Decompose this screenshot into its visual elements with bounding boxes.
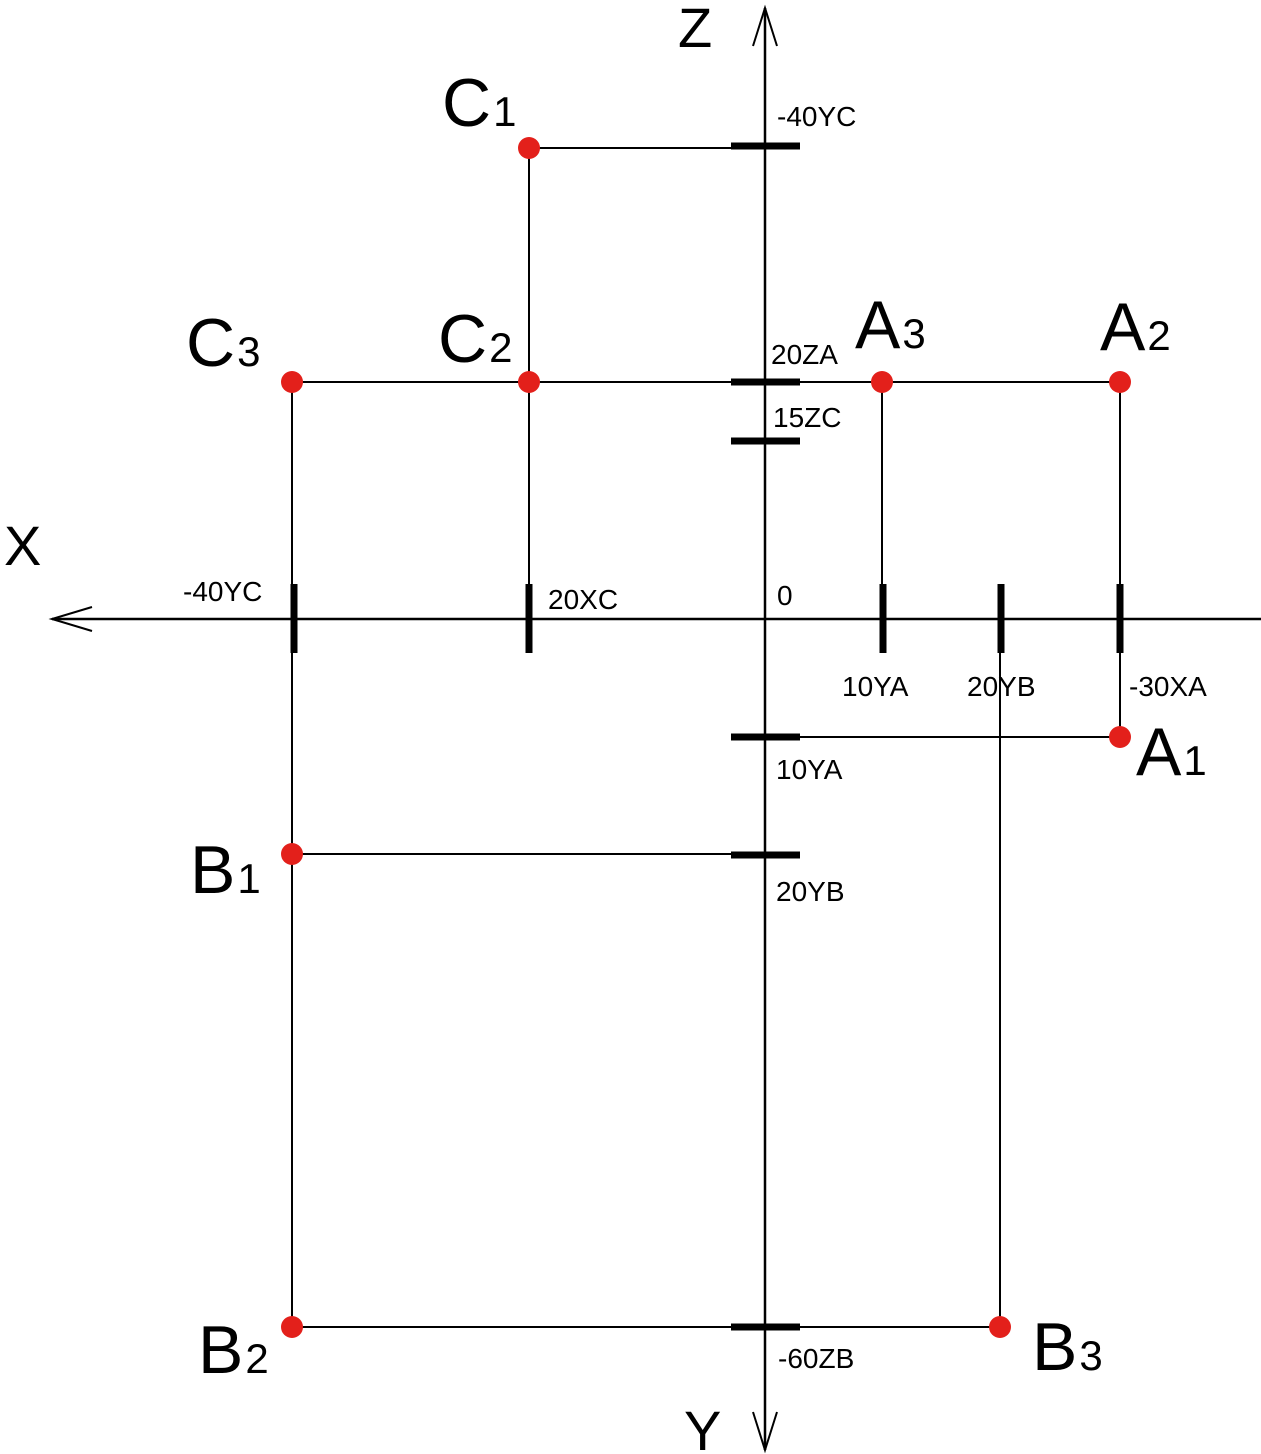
label-x-10ya: 10YA bbox=[842, 671, 909, 702]
label-point-a3: A3 bbox=[855, 287, 926, 363]
label-point-b1: B1 bbox=[190, 832, 261, 908]
label-point-b2: B2 bbox=[198, 1312, 269, 1388]
point-c2 bbox=[518, 371, 540, 393]
x-axis-label: X bbox=[4, 514, 41, 577]
label-y-10ya: 10YA bbox=[776, 754, 843, 785]
label-x-20xc: 20XC bbox=[548, 584, 618, 615]
label-x-neg30xa: -30XA bbox=[1129, 671, 1207, 702]
point-b1 bbox=[281, 843, 303, 865]
point-a2 bbox=[1109, 371, 1131, 393]
label-x-20yb: 20YB bbox=[967, 671, 1036, 702]
label-point-b3: B3 bbox=[1032, 1309, 1103, 1385]
label-point-c3: C3 bbox=[186, 305, 260, 381]
z-axis-label: Z bbox=[678, 0, 712, 59]
label-y-20yb: 20YB bbox=[776, 876, 845, 907]
point-a1 bbox=[1109, 726, 1131, 748]
x-arrowhead bbox=[48, 606, 93, 632]
label-point-c1: C1 bbox=[442, 65, 516, 141]
point-b2 bbox=[281, 1316, 303, 1338]
label-point-a2: A2 bbox=[1100, 289, 1171, 365]
label-z-15zc: 15ZC bbox=[773, 402, 841, 433]
point-c3 bbox=[281, 371, 303, 393]
y-arrowhead bbox=[752, 1411, 778, 1454]
label-point-c2: C2 bbox=[438, 301, 512, 377]
point-c1 bbox=[518, 137, 540, 159]
origin-label: 0 bbox=[777, 580, 793, 611]
point-b3 bbox=[989, 1316, 1011, 1338]
y-axis-label: Y bbox=[684, 1399, 721, 1454]
label-z-neg40yc: -40YC bbox=[777, 101, 856, 132]
label-y-neg60zb: -60ZB bbox=[778, 1343, 854, 1374]
point-a3 bbox=[871, 371, 893, 393]
label-x-neg40yc: -40YC bbox=[183, 576, 262, 607]
z-arrowhead bbox=[752, 4, 778, 47]
label-z-20za: 20ZA bbox=[771, 339, 838, 370]
label-point-a1: A1 bbox=[1136, 714, 1207, 790]
